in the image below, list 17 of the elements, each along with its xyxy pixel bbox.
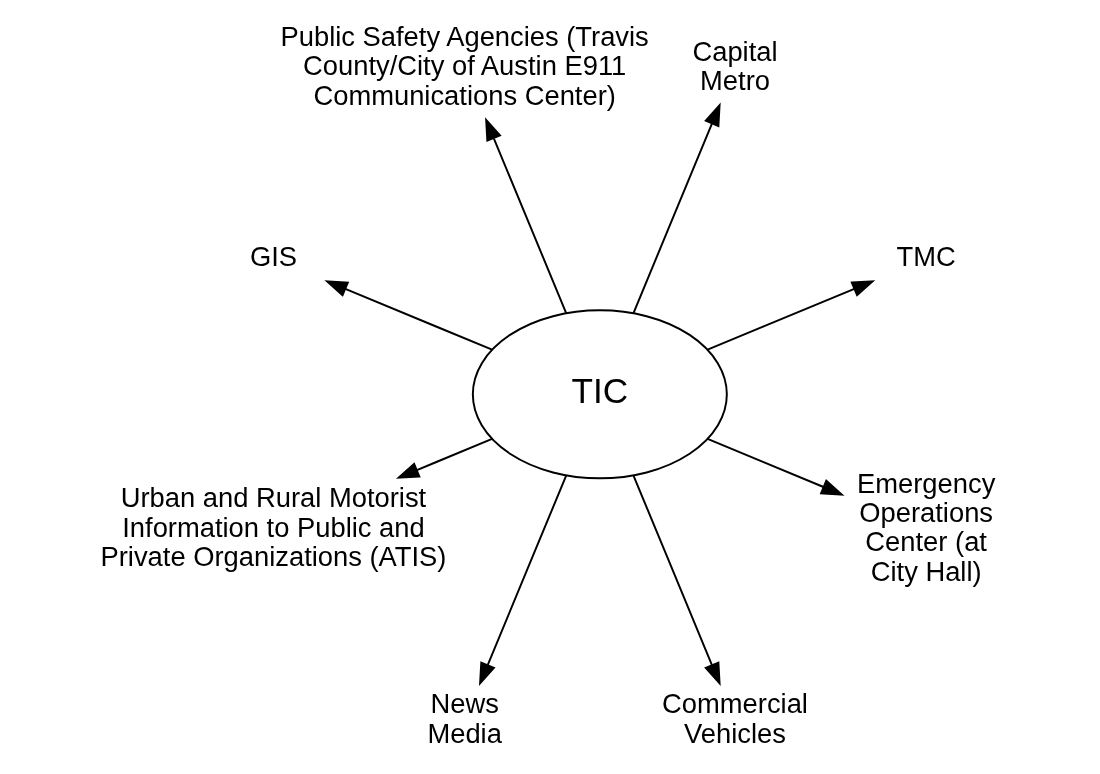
arrow [324,280,494,351]
arrow [706,438,845,496]
node-text: Urban and Rural Motorist Information to Public and Private Organizations (ATIS) [100,482,447,573]
node-text: Capital Metro [692,35,778,96]
arrow [632,102,721,314]
node-text: Commercial Vehicles [662,688,808,749]
node-text: Emergency Operations Center (at City Hall) [857,467,996,587]
node-text: GIS [249,241,298,273]
node-text: TMC [896,241,956,273]
arrow [706,280,876,351]
arrow [479,474,568,687]
arrow [632,474,721,687]
node-text: Public Safety Agencies (Travis County/City of Austin E911 Communications Center) [280,20,649,111]
arrow [485,117,568,314]
node-text: News Media [427,688,502,749]
node-ellipse: TIC [471,309,728,480]
arrow [395,438,494,479]
